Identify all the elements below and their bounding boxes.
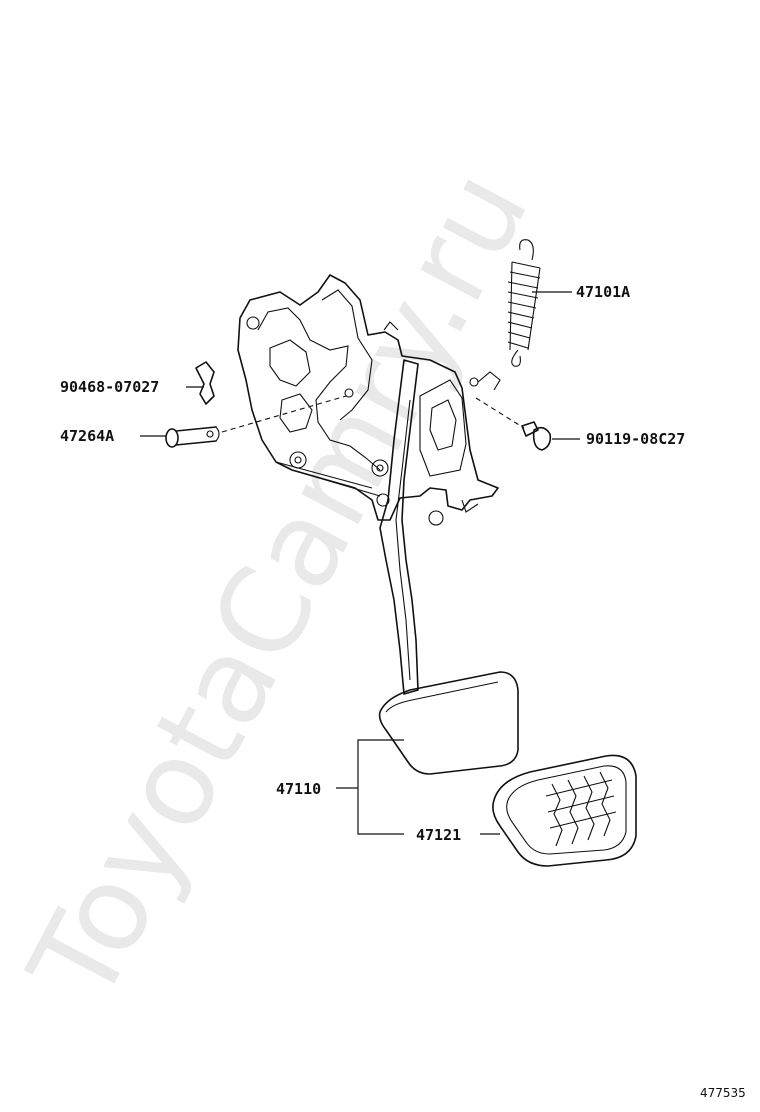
tread-pattern [545, 771, 617, 847]
watermark: ToyotaCamry.ru [2, 149, 555, 1024]
watermark-text: ToyotaCamry.ru [2, 149, 555, 1024]
callout-47264A: 47264A [60, 427, 114, 445]
pedal-bracket-leader-line [336, 739, 404, 835]
callout-90468-07027: 90468-07027 [60, 378, 159, 396]
pedal-pad-arm-end [378, 671, 519, 775]
clip-part [195, 361, 215, 405]
clevis-pin-part [165, 426, 220, 448]
stopper-part [521, 421, 552, 451]
pedal-arm [379, 359, 419, 695]
callout-47110: 47110 [276, 780, 321, 798]
pin-assembly-line [221, 395, 347, 433]
diagram-reference-number: 477535 [700, 1086, 746, 1100]
callout-47121: 47121 [416, 826, 461, 844]
pedal-bracket [237, 274, 499, 526]
callout-47101A: 47101A [576, 283, 630, 301]
stopper-assembly-line [475, 397, 525, 429]
return-spring [477, 239, 541, 391]
callout-90119-08C27: 90119-08C27 [586, 430, 685, 448]
pedal-pad-rubber [492, 754, 637, 867]
